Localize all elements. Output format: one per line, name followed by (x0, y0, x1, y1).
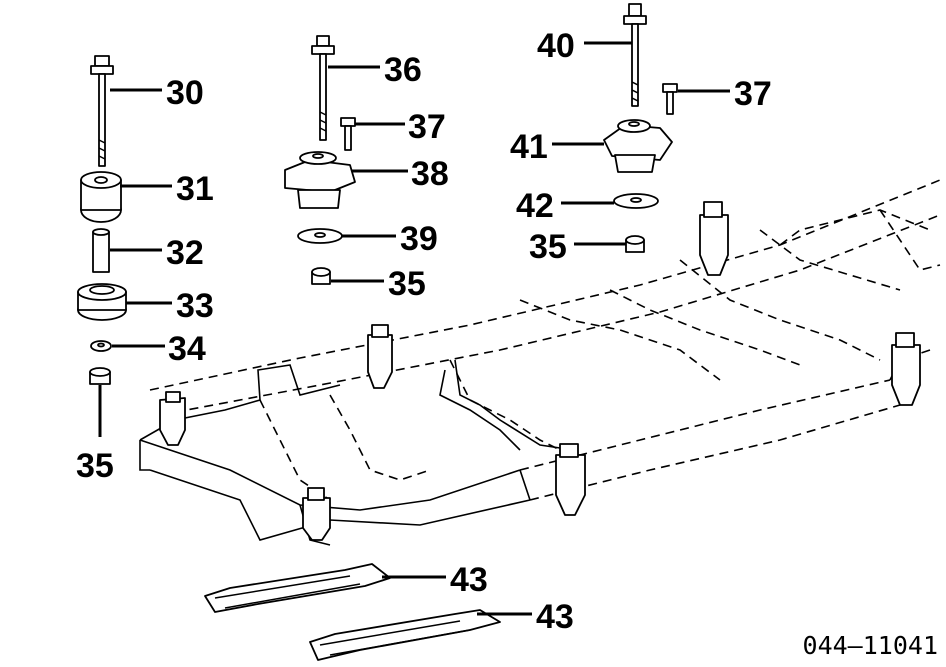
part-41-mount (603, 119, 673, 173)
callout-32: 32 (166, 234, 204, 272)
callout-43: 43 (536, 598, 574, 636)
frame-mount-bracket (699, 201, 729, 276)
part-31-cushion (80, 171, 122, 223)
callout-35: 35 (388, 265, 426, 303)
part-35-nut (625, 235, 645, 253)
callout-39: 39 (400, 220, 438, 258)
callout-43: 43 (450, 561, 488, 599)
callout-34: 34 (168, 330, 206, 368)
callout-31: 31 (176, 170, 214, 208)
callout-38: 38 (411, 155, 449, 193)
callout-37: 37 (734, 75, 772, 113)
frame-mount-bracket (367, 324, 393, 389)
part-32-collar (92, 228, 110, 273)
callout-41: 41 (510, 128, 548, 166)
part-43-bracket (204, 563, 391, 613)
part-42-washer (613, 193, 659, 209)
part-39-washer (297, 228, 343, 244)
part-33-cushion (77, 283, 127, 321)
part-34-washer (90, 340, 112, 352)
figure-code: 044–11041 (803, 631, 938, 660)
vehicle-frame (139, 179, 941, 546)
frame-mount-bracket (555, 443, 586, 516)
part-30-bolt (90, 55, 114, 167)
part-37-bolt (340, 117, 356, 151)
callout-35: 35 (529, 228, 567, 266)
callout-35: 35 (76, 447, 114, 485)
frame-mount-bracket (302, 487, 331, 541)
callout-37: 37 (408, 108, 446, 146)
part-35-nut (311, 267, 331, 285)
frame-mount-bracket (891, 332, 921, 406)
callout-40: 40 (537, 27, 575, 65)
part-38-mount (284, 151, 356, 209)
callout-36: 36 (384, 51, 422, 89)
leader-lines (98, 41, 730, 616)
part-37-bolt (662, 83, 678, 115)
callout-42: 42 (516, 187, 554, 225)
frame-mount-bracket (159, 391, 186, 446)
part-35-nut (89, 367, 111, 385)
part-43-bracket (309, 609, 501, 661)
part-36-bolt (311, 35, 335, 141)
callout-30: 30 (166, 74, 204, 112)
part-40-bolt (623, 3, 647, 107)
callout-33: 33 (176, 287, 214, 325)
